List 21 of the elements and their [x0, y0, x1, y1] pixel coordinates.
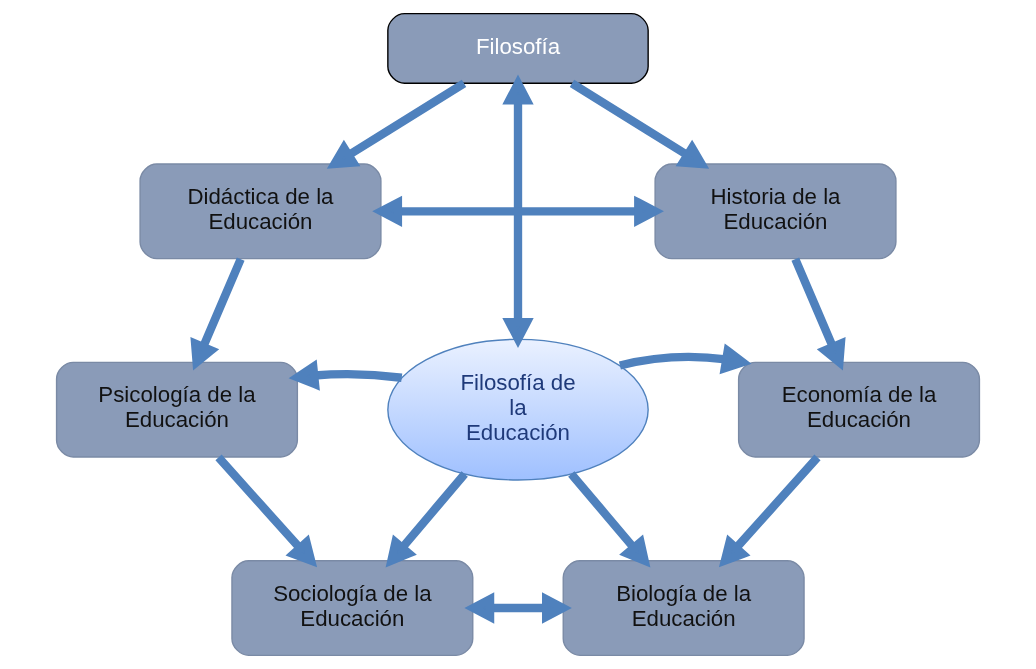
node-box: Didáctica de la Educación: [139, 163, 382, 260]
arrow: [718, 454, 821, 568]
arrow: [568, 471, 651, 568]
node-box: Economía de la Educación: [737, 361, 981, 458]
arrow: [372, 195, 664, 227]
arrow: [385, 471, 468, 568]
arrow: [326, 79, 467, 169]
node-box: Filosofía: [387, 12, 649, 84]
node-box: Sociología de la Educación: [231, 560, 474, 657]
arrow: [569, 79, 710, 169]
arrow: [502, 74, 534, 348]
arrow: [791, 257, 846, 371]
arrow: [464, 592, 572, 624]
arrow: [288, 359, 403, 391]
node-box: Historia de la Educación: [654, 163, 897, 260]
node-box: Biología de la Educación: [562, 560, 805, 657]
arrow: [618, 343, 752, 375]
arrow: [215, 454, 318, 568]
arrow: [190, 257, 245, 371]
node-ellipse: Filosofía de la Educación: [387, 338, 649, 481]
node-box: Psicología de la Educación: [55, 361, 299, 458]
